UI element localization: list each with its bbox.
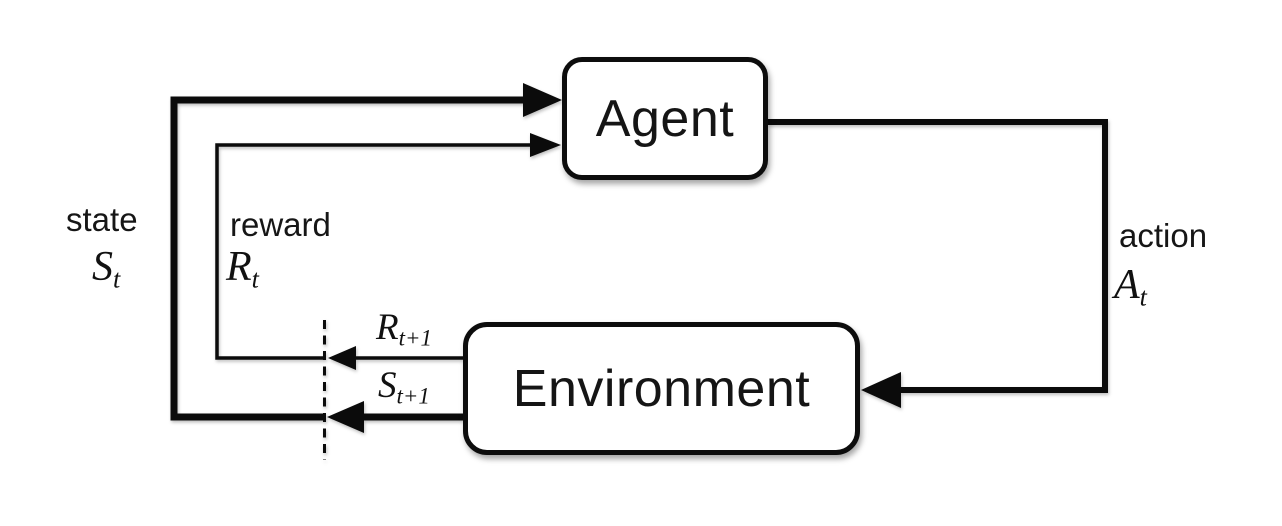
reward-arrowhead-icon (530, 133, 561, 157)
next-state-symbol-subscript: t+1 (396, 383, 430, 409)
reward-symbol-main: R (226, 244, 252, 290)
agent-node: Agent (562, 57, 768, 180)
reward-label: reward (230, 206, 331, 243)
state-symbol-main: S (92, 244, 113, 290)
next-state-arrowhead-icon (327, 401, 364, 433)
next-reward-symbol: Rt+1 (376, 306, 432, 349)
environment-node-label: Environment (512, 359, 811, 418)
agent-node-label: Agent (595, 89, 735, 148)
next-reward-symbol-subscript: t+1 (398, 325, 432, 351)
action-arrowhead-icon (861, 372, 901, 408)
state-line (170, 96, 527, 421)
reward-symbol: Rt (226, 243, 259, 294)
environment-node: Environment (463, 322, 860, 455)
next-reward-symbol-main: R (376, 307, 399, 348)
action-line (768, 119, 1108, 393)
action-symbol: At (1114, 261, 1147, 312)
action-label: action (1119, 217, 1208, 254)
state-arrowhead-icon (523, 83, 562, 117)
reward-symbol-subscript: t (251, 264, 259, 294)
reward-line (215, 143, 537, 360)
state-label: state (66, 201, 138, 238)
next-state-symbol-main: S (378, 365, 397, 406)
next-reward-arrowhead-icon (328, 346, 356, 370)
action-symbol-main: A (1114, 262, 1140, 308)
action-symbol-subscript: t (1139, 282, 1147, 312)
state-symbol-subscript: t (113, 264, 121, 294)
next-state-symbol: St+1 (378, 364, 430, 407)
state-symbol: St (92, 243, 121, 294)
